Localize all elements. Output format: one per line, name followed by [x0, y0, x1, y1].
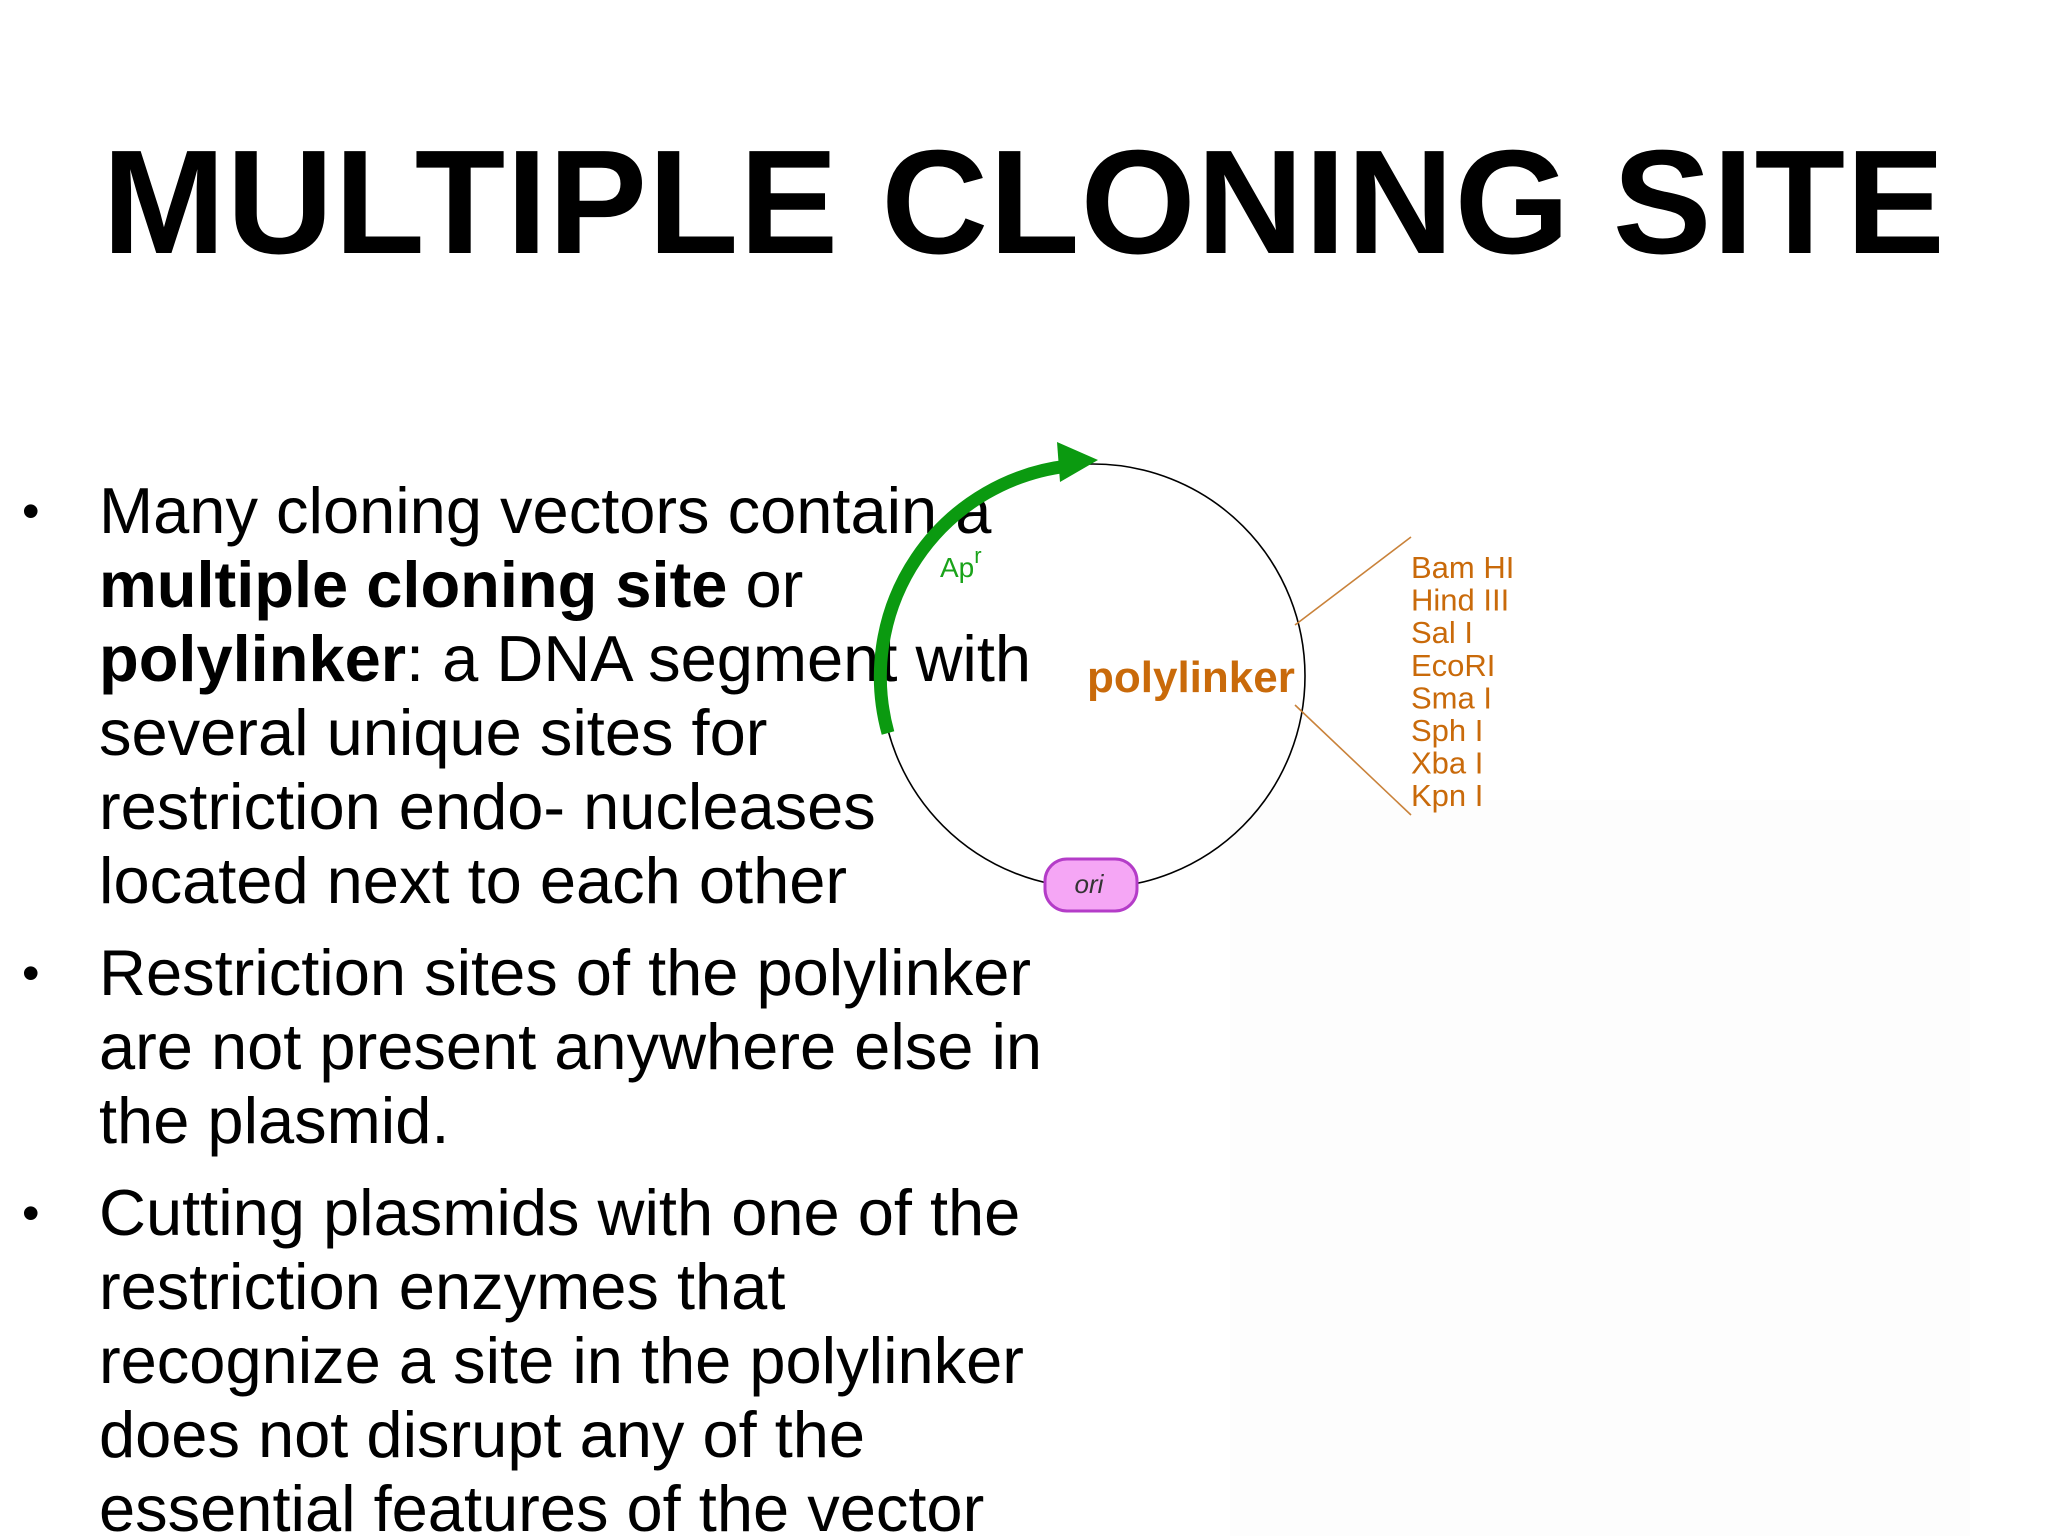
ap-resistance-arc	[873, 459, 1069, 735]
bullet-line: essential features of the vector	[99, 1472, 1120, 1536]
restriction-site-label: Sph I	[1411, 713, 1483, 748]
bullet-line: Cutting plasmids with one of the	[99, 1176, 1120, 1250]
bullet-dot: •	[22, 1185, 40, 1241]
polylinker-lower-line	[1294, 704, 1412, 816]
bullet-text: essential features of the vector	[99, 1472, 985, 1536]
bullet-text: are not present anywhere else in	[99, 1010, 1043, 1083]
polylinker-upper-line	[1294, 536, 1412, 626]
bullet-line: Many cloning vectors contain a	[99, 474, 1120, 548]
restriction-site-label: Sma I	[1411, 680, 1492, 715]
bullet-line: recognize a site in the polylinker	[99, 1324, 1120, 1398]
bullet-line: Restriction sites of the polylinker	[99, 936, 1120, 1010]
bullet-line: several unique sites for	[99, 696, 1120, 770]
bullet-text: several unique sites for	[99, 696, 768, 769]
bullet-line: multiple cloning site or	[99, 548, 1120, 622]
bullet-text: restriction endo- nucleases	[99, 770, 876, 843]
bullet-text: does not disrupt any of the	[99, 1398, 866, 1471]
bullet-line: polylinker: a DNA segment with	[99, 622, 1120, 696]
restriction-site-label: EcoRI	[1411, 648, 1495, 683]
bullet-line: the plasmid.	[99, 1084, 1120, 1158]
bullet-dot: •	[22, 483, 40, 539]
bold-term: polylinker	[99, 622, 407, 695]
bullet-text: the plasmid.	[99, 1084, 450, 1157]
bullet-text: : a DNA segment with	[406, 622, 1032, 695]
bullet-dot: •	[22, 945, 40, 1001]
diagram-background	[1230, 800, 1970, 1536]
bullet-line: does not disrupt any of the	[99, 1398, 1120, 1472]
bold-term: multiple cloning site	[99, 548, 728, 621]
bullet-text: Restriction sites of the polylinker	[99, 936, 1032, 1009]
slide-title: MULTIPLE CLONING SITE	[102, 120, 1946, 285]
ap-resistance-label: Apr	[940, 543, 982, 583]
restriction-site-label: Xba I	[1411, 746, 1483, 781]
bullet-line: restriction endo- nucleases	[99, 770, 1120, 844]
bullet-text: Many cloning vectors contain a	[99, 474, 992, 547]
bullet-text: restriction enzymes that	[99, 1250, 786, 1323]
restriction-site-label: Kpn I	[1411, 778, 1483, 813]
bullet-line: are not present anywhere else in	[99, 1010, 1120, 1084]
bullet-text: Cutting plasmids with one of the	[99, 1176, 1021, 1249]
ori-box	[1043, 857, 1139, 913]
polylinker-label: polylinker	[1087, 653, 1295, 702]
restriction-site-label: Bam HI	[1411, 550, 1514, 585]
bullet-text: or	[727, 548, 804, 621]
ori-label: ori	[1075, 869, 1105, 899]
restriction-site-label: Sal I	[1411, 615, 1473, 650]
bullet-line: located next to each other	[99, 844, 1120, 918]
bullet-text: recognize a site in the polylinker	[99, 1324, 1024, 1397]
bullet-line: restriction enzymes that	[99, 1250, 1120, 1324]
ap-resistance-arrowhead	[1057, 442, 1098, 482]
restriction-site-label: Hind III	[1411, 583, 1509, 618]
bullet-text: located next to each other	[99, 844, 848, 917]
